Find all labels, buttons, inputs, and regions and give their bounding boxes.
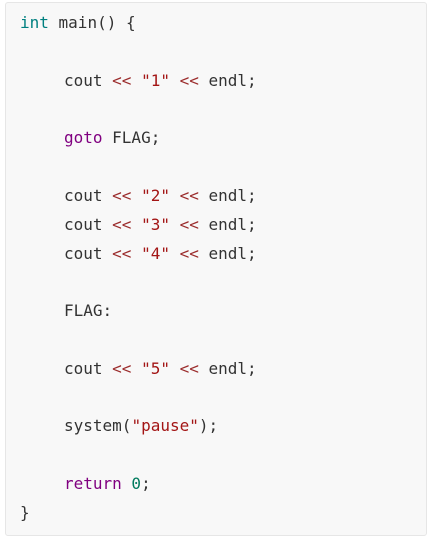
endl-token: endl; (198, 359, 257, 378)
flag-label: FLAG: (64, 301, 113, 320)
code-line-cout-4: cout << "4" << endl; (64, 240, 257, 268)
endl-token: endl; (198, 71, 257, 90)
code-line-goto: goto FLAG; (64, 124, 160, 152)
function-name: main() { (48, 13, 136, 32)
cout-token: cout (64, 215, 113, 234)
cout-token: cout (64, 359, 113, 378)
code-line-main-signature: int main() { (20, 9, 136, 37)
cout-token: cout (64, 186, 113, 205)
goto-target: FLAG; (102, 128, 161, 147)
code-line-closing-brace: } (20, 499, 30, 527)
string-literal: "1" (131, 71, 180, 90)
stream-operator: << (112, 186, 132, 205)
closing-brace: } (20, 503, 30, 522)
string-literal: "4" (131, 244, 180, 263)
code-line-cout-2: cout << "2" << endl; (64, 182, 257, 210)
type-keyword: int (20, 13, 49, 32)
endl-token: endl; (198, 215, 257, 234)
code-line-system-pause: system("pause"); (64, 412, 218, 440)
endl-token: endl; (198, 244, 257, 263)
cout-token: cout (64, 244, 113, 263)
stream-operator: << (112, 215, 132, 234)
string-literal: "pause" (131, 416, 199, 435)
return-keyword: return (64, 474, 122, 493)
goto-keyword: goto (64, 128, 103, 147)
stream-operator: << (112, 71, 132, 90)
string-literal: "3" (131, 215, 180, 234)
code-line-label: FLAG: (64, 297, 112, 325)
system-call: system( (64, 416, 132, 435)
stream-operator: << (179, 359, 199, 378)
stream-operator: << (112, 244, 132, 263)
endl-token: endl; (198, 186, 257, 205)
stream-operator: << (112, 359, 132, 378)
code-line-return: return 0; (64, 470, 151, 498)
string-literal: "2" (131, 186, 180, 205)
stream-operator: << (179, 244, 199, 263)
stream-operator: << (179, 186, 199, 205)
stream-operator: << (179, 215, 199, 234)
string-literal: "5" (131, 359, 180, 378)
code-line-cout-3: cout << "3" << endl; (64, 211, 257, 239)
code-line-cout-1: cout << "1" << endl; (64, 67, 257, 95)
call-close: ); (198, 416, 219, 435)
stream-operator: << (179, 71, 199, 90)
code-block: int main() { cout << "1" << endl; goto F… (5, 2, 427, 536)
number-literal: 0 (121, 474, 142, 493)
cout-token: cout (64, 71, 113, 90)
statement-end: ; (141, 474, 151, 493)
code-line-cout-5: cout << "5" << endl; (64, 355, 257, 383)
